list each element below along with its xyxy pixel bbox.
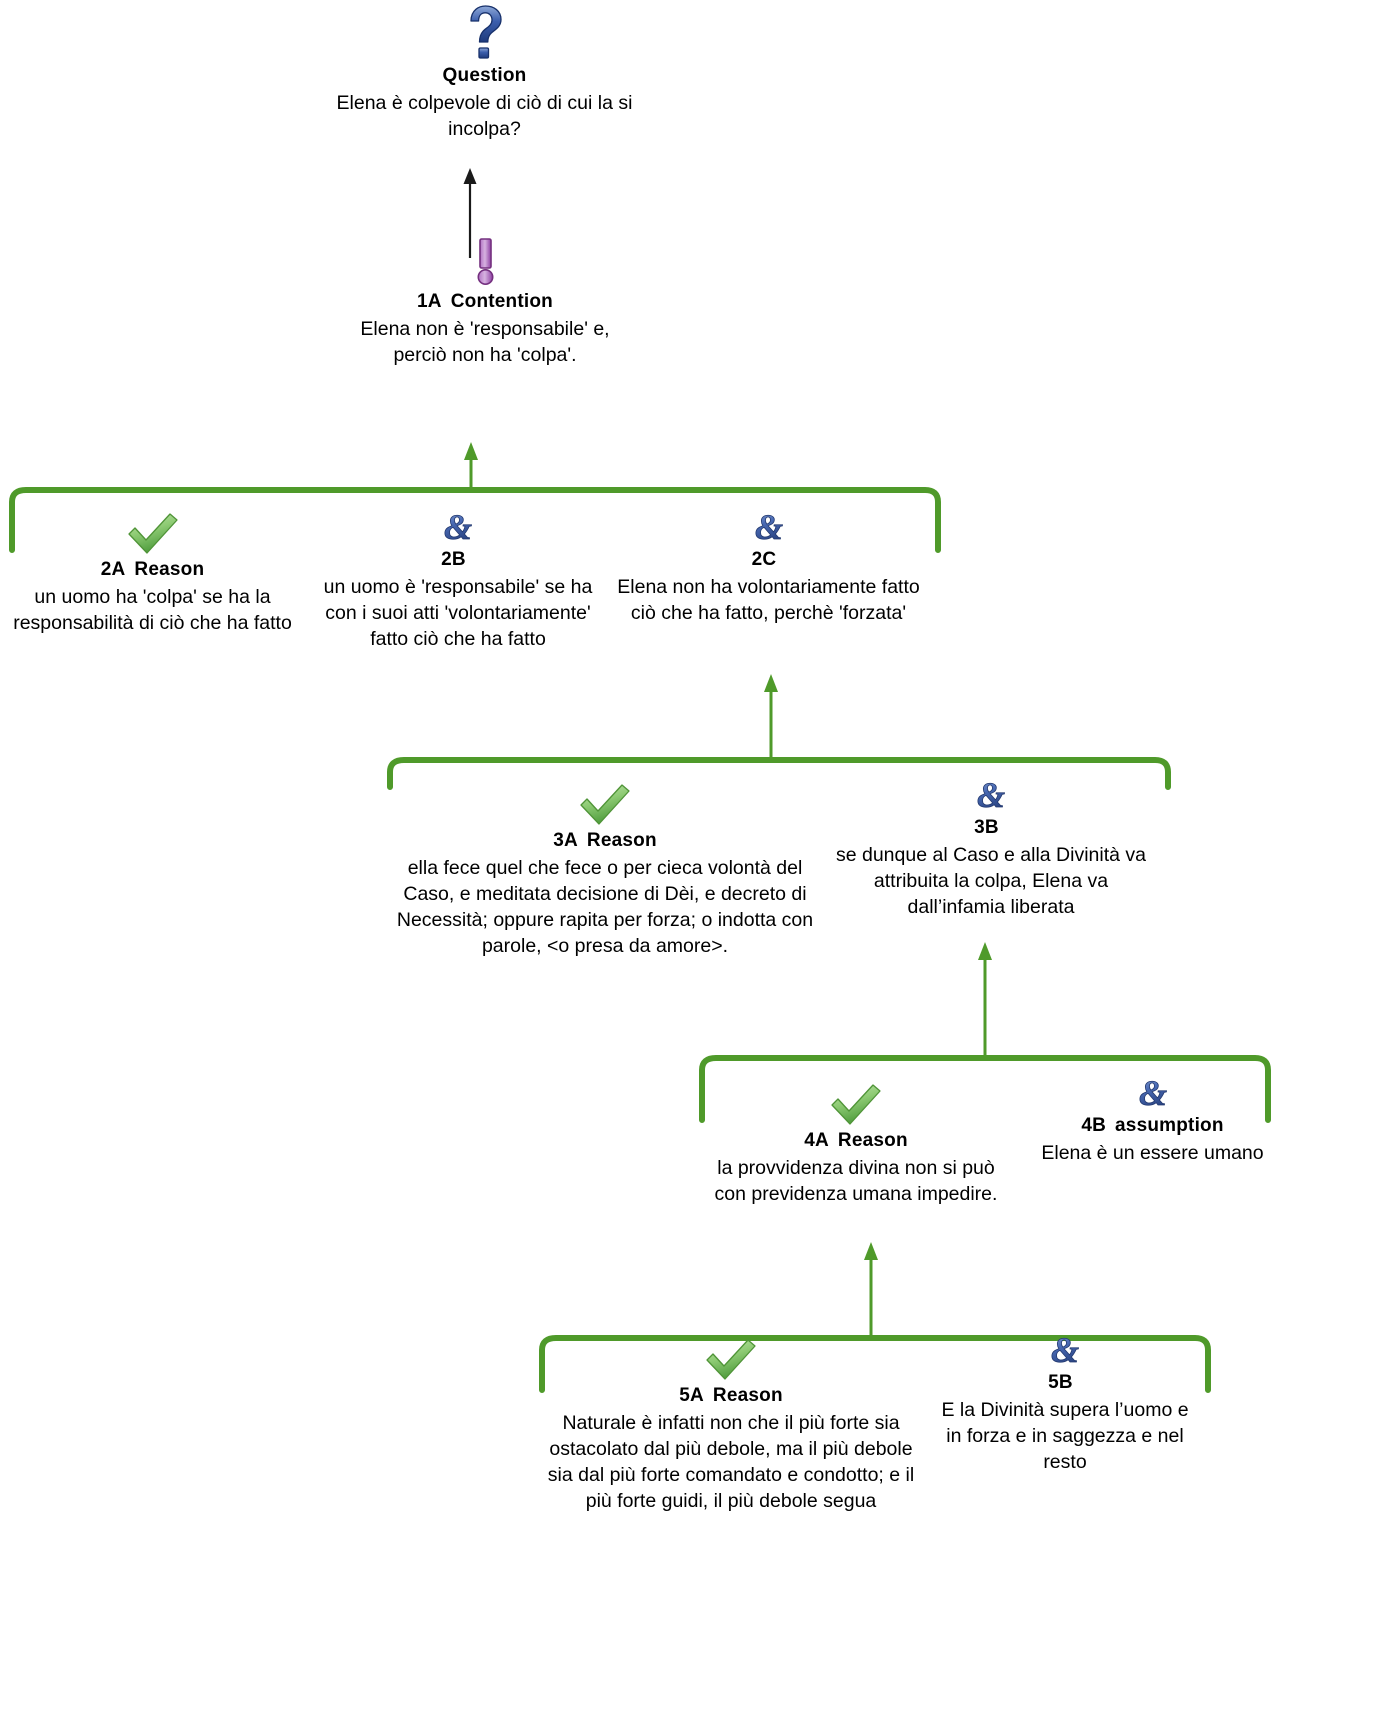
node-4a-type: Reason: [837, 1130, 908, 1151]
node-1a-heading: 1A Contention: [355, 290, 615, 314]
node-5a-index: 5A: [679, 1385, 704, 1406]
node-4b-assumption[interactable]: & 4B assumption Elena è un essere umano: [1040, 1073, 1265, 1167]
node-2a-index: 2A: [100, 559, 126, 580]
node-4b-heading: 4B assumption: [1040, 1114, 1265, 1138]
connector-bracket-level3: [380, 672, 1180, 790]
node-2c-text: Elena non ha volontariamente fatto ciò c…: [617, 575, 920, 624]
svg-text:&: &: [1051, 1331, 1079, 1369]
node-4a-text: la provvidenza divina non si può con pre…: [714, 1156, 998, 1205]
node-2a-heading: 2A Reason: [5, 558, 300, 582]
node-5b-conjunct[interactable]: & 5B E la Divinità supera l’uomo e in fo…: [940, 1330, 1190, 1476]
node-question-text: Elena è colpevole di ciò di cui la si in…: [336, 91, 633, 140]
node-5a-heading: 5A Reason: [541, 1384, 921, 1408]
node-5b-index: 5B: [1048, 1372, 1073, 1393]
svg-text:&: &: [1138, 1074, 1166, 1112]
ampersand-icon: &: [940, 1330, 1190, 1371]
node-1a-contention[interactable]: 1A Contention Elena non è 'responsabile' …: [355, 236, 615, 369]
node-1a-type: Contention: [450, 291, 553, 312]
node-3b-index: 3B: [974, 817, 999, 838]
ampersand-icon: &: [323, 507, 593, 548]
node-4a-reason[interactable]: 4A Reason la provvidenza divina non si pu…: [706, 1083, 1006, 1208]
exclamation-mark-icon: [355, 236, 615, 288]
node-2b-heading: 2B: [323, 548, 593, 572]
node-question-type: Question: [442, 65, 527, 86]
node-3b-heading: 3B: [826, 816, 1156, 840]
node-3b-text: se dunque al Caso e alla Divinità va att…: [835, 843, 1147, 918]
node-2a-reason[interactable]: 2A Reason un uomo ha 'colpa' se ha la res…: [5, 512, 300, 637]
svg-text:&: &: [977, 776, 1005, 814]
node-5a-text: Naturale è infatti non che il più forte …: [547, 1411, 915, 1512]
node-2b-index: 2B: [441, 549, 466, 570]
node-4a-heading: 4A Reason: [706, 1129, 1006, 1153]
svg-text:&: &: [754, 508, 782, 546]
ampersand-icon: &: [826, 775, 1156, 816]
green-check-icon: [706, 1083, 1006, 1127]
node-4b-text: Elena è un essere umano: [1041, 1141, 1264, 1164]
node-1a-index: 1A: [417, 291, 442, 312]
node-5a-type: Reason: [712, 1385, 783, 1406]
node-3a-type: Reason: [586, 830, 657, 851]
node-2b-text: un uomo è 'responsabile' se ha con i suo…: [323, 575, 593, 650]
node-4b-type: assumption: [1115, 1115, 1224, 1136]
ampersand-icon: &: [1040, 1073, 1265, 1114]
node-2c-conjunct[interactable]: & 2C Elena non ha volontariamente fatto …: [611, 507, 926, 627]
node-5a-reason[interactable]: 5A Reason Naturale è infatti non che il p…: [541, 1338, 921, 1514]
node-2a-type: Reason: [134, 559, 205, 580]
green-check-icon: [541, 1338, 921, 1382]
ampersand-icon: &: [611, 507, 926, 548]
node-5b-heading: 5B: [940, 1371, 1190, 1395]
node-3a-index: 3A: [553, 830, 578, 851]
node-3a-reason[interactable]: 3A Reason ella fece quel che fece o per c…: [395, 783, 815, 959]
question-mark-icon: [312, 4, 657, 62]
green-check-icon: [395, 783, 815, 827]
node-question[interactable]: Question Elena è colpevole di ciò di cui…: [312, 4, 657, 143]
node-1a-text: Elena non è 'responsabile' e, perciò non…: [360, 317, 610, 366]
node-4b-index: 4B: [1081, 1115, 1107, 1136]
node-2b-conjunct[interactable]: & 2B un uomo è 'responsabile' se ha con …: [323, 507, 593, 653]
green-check-icon: [5, 512, 300, 556]
node-2c-index: 2C: [751, 549, 777, 570]
node-4a-index: 4A: [804, 1130, 829, 1151]
node-5b-text: E la Divinità supera l’uomo e in forza e…: [941, 1398, 1189, 1473]
node-3a-text: ella fece quel che fece o per cieca volo…: [396, 856, 814, 957]
node-3a-heading: 3A Reason: [395, 829, 815, 853]
node-question-heading: Question: [312, 64, 657, 88]
node-2c-heading: 2C: [611, 548, 926, 572]
svg-text:&: &: [444, 508, 472, 546]
node-3b-conjunct[interactable]: & 3B se dunque al Caso e alla Divinità v…: [826, 775, 1156, 921]
node-2a-text: un uomo ha 'colpa' se ha la responsabili…: [13, 585, 292, 634]
